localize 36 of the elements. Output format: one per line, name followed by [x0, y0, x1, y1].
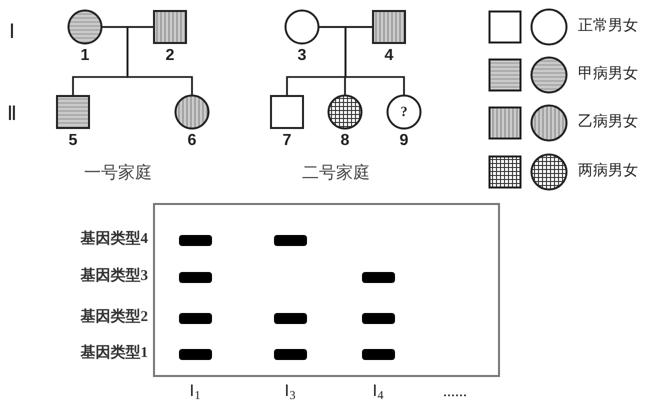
- individual-number: 4: [384, 48, 394, 64]
- row-label: 基因类型4: [80, 232, 148, 247]
- individual-number: 6: [186, 133, 198, 149]
- generation-label: Ⅰ: [9, 22, 15, 42]
- legend-text: 正常男女: [578, 19, 638, 34]
- female-symbol: [284, 9, 320, 45]
- legend-text: 乙病男女: [578, 115, 638, 130]
- female-symbol: [67, 9, 103, 45]
- male-symbol: [152, 9, 188, 45]
- female-symbol: [174, 94, 210, 130]
- male-symbol: [371, 9, 407, 45]
- individual-number: 9: [398, 133, 410, 149]
- generation-label: Ⅱ: [7, 104, 17, 124]
- individual-number: 3: [296, 48, 308, 64]
- family-caption: 二号家庭: [302, 164, 370, 181]
- male-symbol: [269, 94, 305, 130]
- individual-number: 1: [80, 48, 90, 64]
- legend-text: 两病男女: [578, 164, 638, 179]
- female-symbol: ?: [386, 94, 422, 130]
- column-label: Ⅰ$_{1}$: [188, 384, 202, 400]
- row-label: 基因类型2: [80, 310, 148, 325]
- legend-text: 甲病男女: [578, 67, 638, 82]
- pedigree-line: [126, 26, 193, 96]
- individual-number: 5: [68, 133, 78, 149]
- individual-number: 2: [164, 48, 176, 64]
- female-symbol: [327, 94, 363, 130]
- column-label: ......: [442, 384, 468, 400]
- column-label: Ⅰ$_{4}$: [372, 384, 384, 400]
- male-symbol: [55, 94, 91, 130]
- column-label: Ⅰ$_{3}$: [284, 384, 296, 400]
- row-label: 基因类型3: [80, 269, 148, 284]
- family-caption: 一号家庭: [84, 164, 152, 181]
- row-label: 基因类型1: [80, 346, 148, 361]
- pedigree-line: [344, 26, 405, 96]
- individual-number: 8: [340, 133, 350, 149]
- individual-number: 7: [282, 133, 292, 149]
